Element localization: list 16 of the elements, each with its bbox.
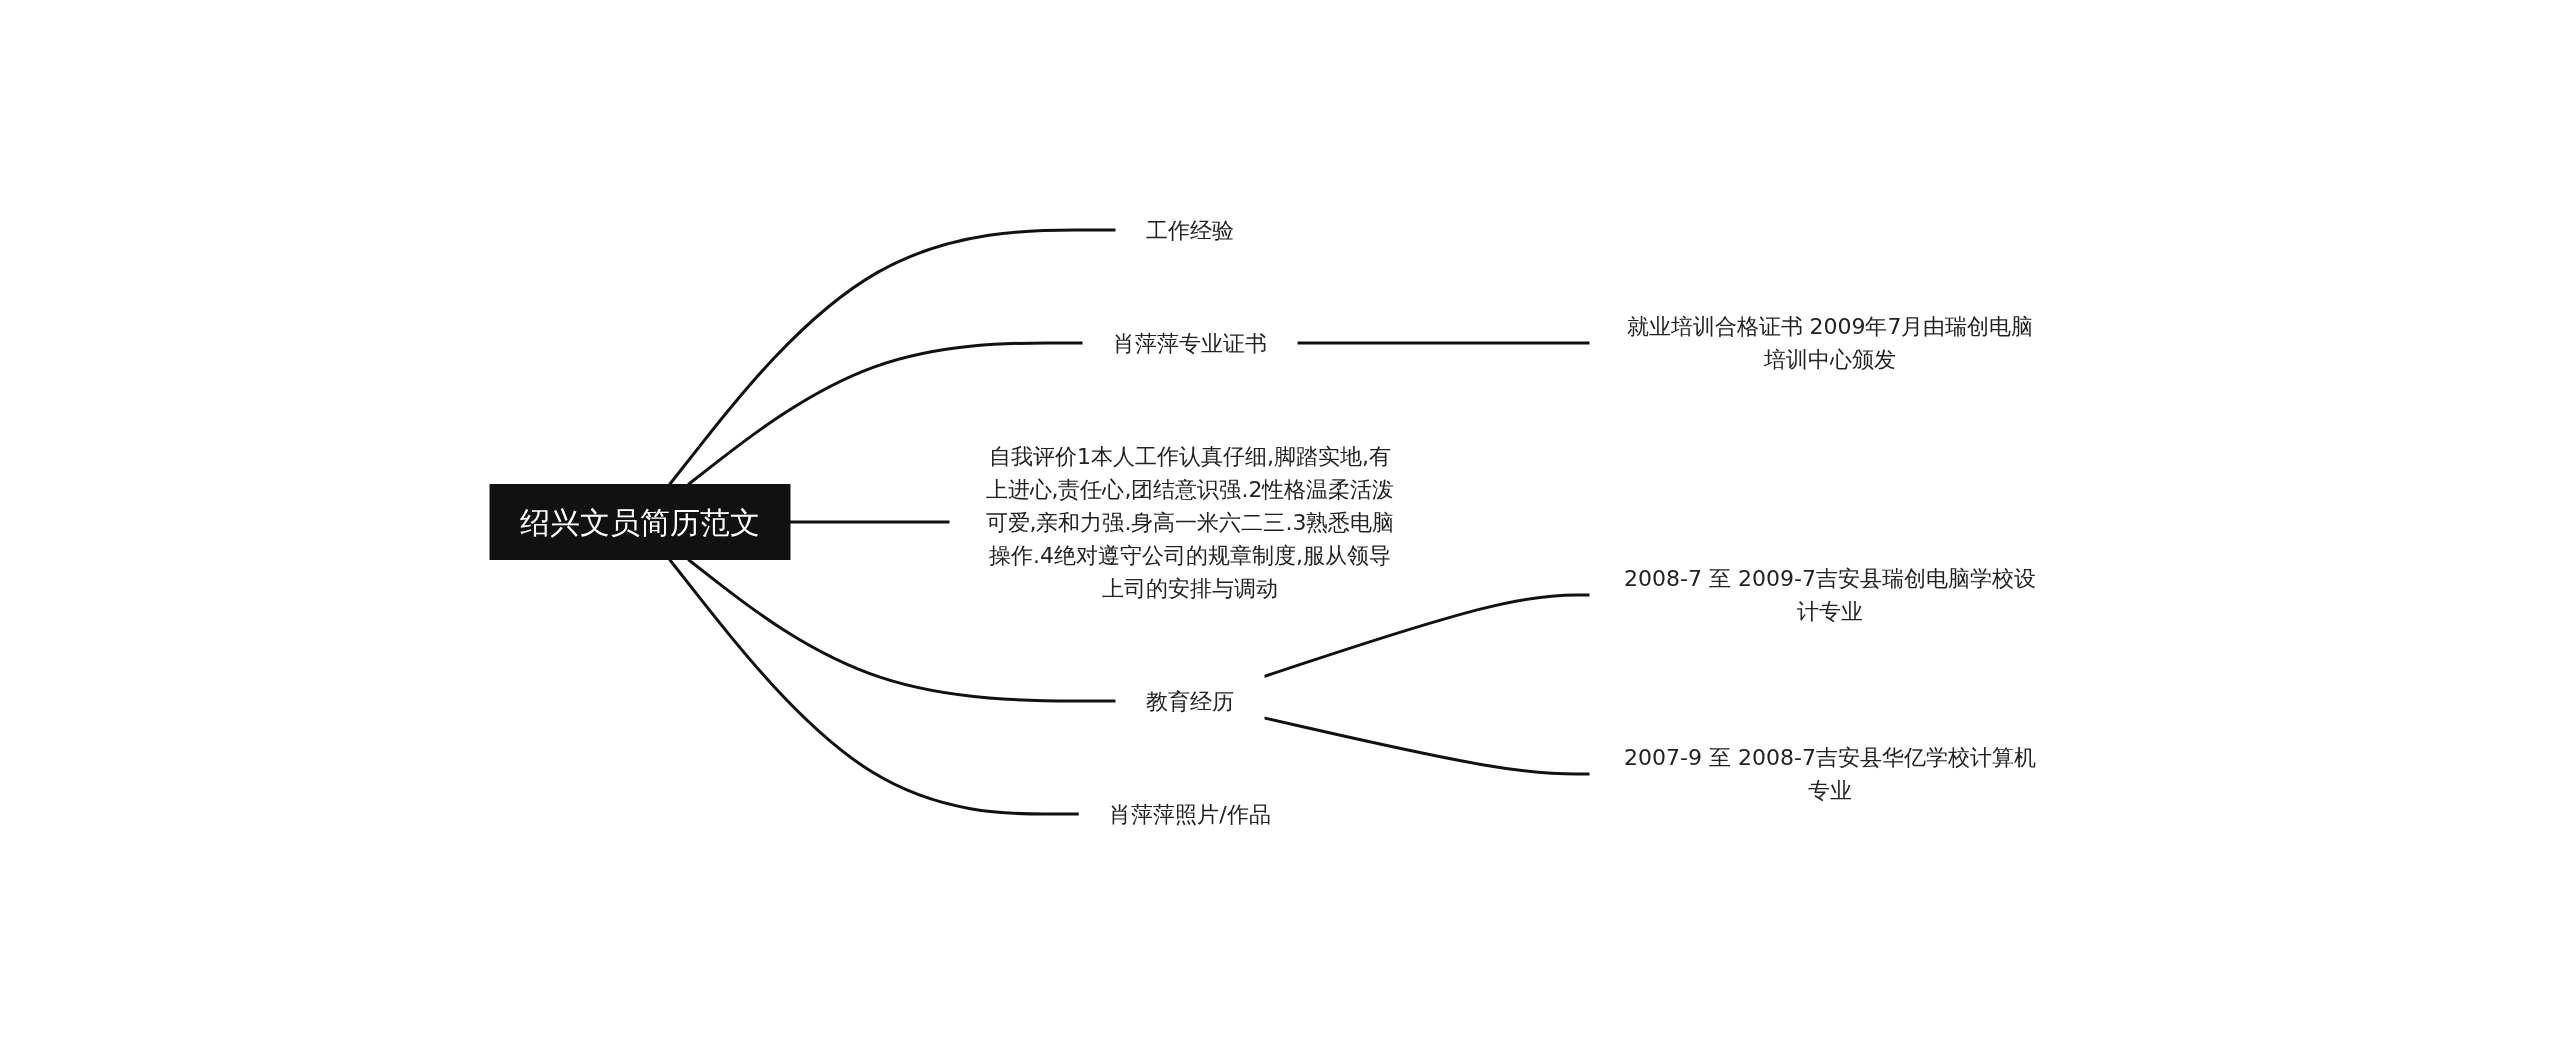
- node-box: 绍兴文员简历范文: [489, 483, 791, 560]
- node-text: 肖萍萍专业证书: [1113, 330, 1267, 355]
- node-text: 2008-7 至 2009-7吉安县瑞创电脑学校设计专业: [1624, 565, 2036, 624]
- node-text: 教育经历: [1146, 688, 1234, 713]
- node-text: 肖萍萍照片/作品: [1109, 801, 1271, 826]
- connector: [687, 341, 1083, 486]
- connector: [1297, 341, 1590, 344]
- node-text: 就业培训合格证书 2009年7月由瑞创电脑培训中心颁发: [1626, 313, 2034, 372]
- node-text: 工作经验: [1146, 217, 1234, 242]
- connector: [668, 558, 1080, 815]
- connector: [668, 228, 1116, 485]
- connector: [1263, 593, 1590, 678]
- connector: [790, 520, 950, 523]
- node-text: 2007-9 至 2008-7吉安县华亿学校计算机专业: [1624, 744, 2036, 803]
- node-text: 自我评价1本人工作认真仔细,脚踏实地,有上进心,责任心,团结意识强.2性格温柔活泼可爱,亲和力强.身高一米六二三.3熟悉电脑操作.4绝对遵守公司的规章制度,服从领导上司的安排与调动: [985, 443, 1395, 600]
- connector: [1263, 715, 1590, 775]
